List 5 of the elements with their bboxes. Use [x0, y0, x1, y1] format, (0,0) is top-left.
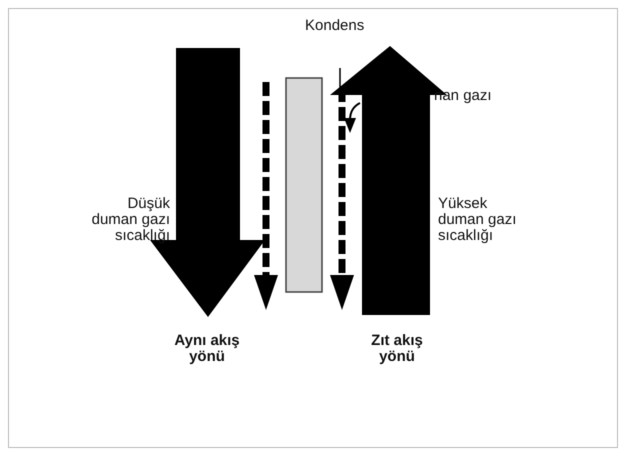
label: Yüksek duman gazı sıcaklığı: [438, 196, 518, 244]
label: Aynı akış yönü: [173, 333, 241, 365]
label: Düşük duman gazı sıcaklığı: [90, 196, 170, 244]
label: Zıt akış yönü: [370, 333, 424, 365]
label: Kondens: [305, 18, 366, 34]
